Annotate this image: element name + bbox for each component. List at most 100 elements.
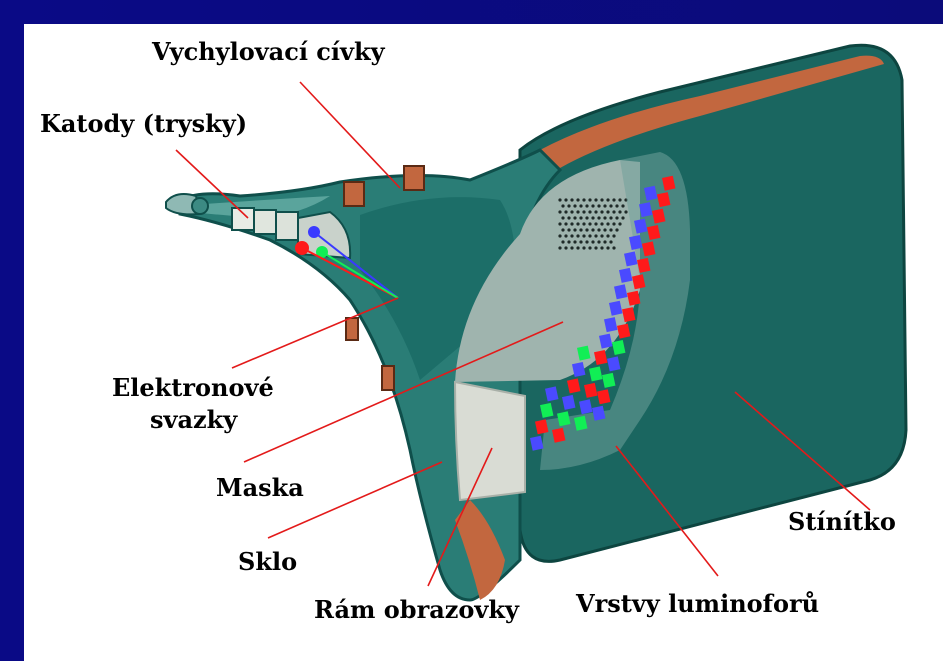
mask-hole	[576, 246, 579, 249]
mask-hole	[564, 246, 567, 249]
mask-hole	[615, 216, 618, 219]
mask-hole	[588, 210, 591, 213]
mask-hole	[600, 234, 603, 237]
mask-hole	[612, 198, 615, 201]
mask-hole	[591, 204, 594, 207]
label-phosphor-layers: Vrstvy luminoforů	[575, 589, 819, 618]
mask-hole	[567, 216, 570, 219]
tube-frame-panel	[455, 382, 525, 500]
mask-hole	[579, 240, 582, 243]
mask-hole	[621, 216, 624, 219]
mask-hole	[609, 240, 612, 243]
mask-hole	[588, 246, 591, 249]
mask-hole	[612, 246, 615, 249]
mask-hole	[558, 234, 561, 237]
mask-hole	[606, 222, 609, 225]
mask-hole	[594, 210, 597, 213]
mask-hole	[612, 234, 615, 237]
mask-hole	[582, 234, 585, 237]
mask-hole	[591, 216, 594, 219]
mask-hole	[591, 240, 594, 243]
mask-hole	[624, 210, 627, 213]
mask-hole	[618, 198, 621, 201]
mask-hole	[609, 228, 612, 231]
mask-hole	[597, 240, 600, 243]
neck-pin	[192, 198, 208, 214]
mask-hole	[576, 198, 579, 201]
mask-hole	[558, 222, 561, 225]
mask-hole	[567, 228, 570, 231]
label-deflection-coils: Vychylovací cívky	[151, 37, 386, 66]
mask-hole	[585, 240, 588, 243]
mask-hole	[600, 210, 603, 213]
mask-hole	[606, 210, 609, 213]
mask-hole	[600, 246, 603, 249]
mask-hole	[600, 222, 603, 225]
mask-hole	[594, 246, 597, 249]
mask-hole	[564, 222, 567, 225]
mask-hole	[579, 204, 582, 207]
mask-hole	[588, 222, 591, 225]
mask-hole	[558, 246, 561, 249]
mask-hole	[621, 204, 624, 207]
mask-hole	[615, 204, 618, 207]
mask-hole	[600, 198, 603, 201]
mask-hole	[576, 222, 579, 225]
mask-hole	[606, 246, 609, 249]
label-mask: Maska	[216, 473, 304, 502]
mask-hole	[570, 234, 573, 237]
mask-hole	[573, 228, 576, 231]
mask-hole	[570, 246, 573, 249]
mask-hole	[579, 228, 582, 231]
mask-hole	[561, 228, 564, 231]
mask-hole	[576, 210, 579, 213]
mask-hole	[594, 234, 597, 237]
mask-hole	[618, 222, 621, 225]
mask-hole	[615, 228, 618, 231]
mask-hole	[588, 198, 591, 201]
label-electron-beams-line1: Elektronové	[112, 373, 274, 402]
mask-hole	[597, 204, 600, 207]
mask-hole	[603, 240, 606, 243]
mask-hole	[582, 210, 585, 213]
mask-hole	[561, 204, 564, 207]
mask-hole	[570, 210, 573, 213]
mask-hole	[618, 210, 621, 213]
mask-hole	[597, 216, 600, 219]
mask-hole	[594, 222, 597, 225]
mask-hole	[612, 222, 615, 225]
mask-hole	[573, 204, 576, 207]
mask-hole	[588, 234, 591, 237]
label-cathodes: Katody (trysky)	[40, 109, 247, 138]
mask-hole	[573, 216, 576, 219]
mask-hole	[603, 228, 606, 231]
mask-hole	[594, 198, 597, 201]
mask-hole	[564, 234, 567, 237]
mask-hole	[573, 240, 576, 243]
mask-hole	[582, 222, 585, 225]
mask-hole	[558, 210, 561, 213]
mask-hole	[564, 210, 567, 213]
mask-hole	[567, 240, 570, 243]
mask-hole	[606, 198, 609, 201]
mask-hole	[561, 240, 564, 243]
mask-hole	[609, 204, 612, 207]
mask-hole	[585, 216, 588, 219]
mask-hole	[597, 228, 600, 231]
label-glass: Sklo	[238, 547, 297, 576]
mask-hole	[603, 216, 606, 219]
mask-hole	[576, 234, 579, 237]
mask-hole	[585, 228, 588, 231]
leader-deflection-coils	[300, 82, 400, 188]
label-screen: Stínítko	[788, 507, 896, 536]
mask-hole	[603, 204, 606, 207]
mask-hole	[582, 246, 585, 249]
mask-hole	[579, 216, 582, 219]
mask-hole	[561, 216, 564, 219]
mask-hole	[570, 222, 573, 225]
label-electron-beams-line2: svazky	[150, 405, 238, 434]
mask-hole	[567, 204, 570, 207]
mask-hole	[591, 228, 594, 231]
mask-hole	[585, 204, 588, 207]
